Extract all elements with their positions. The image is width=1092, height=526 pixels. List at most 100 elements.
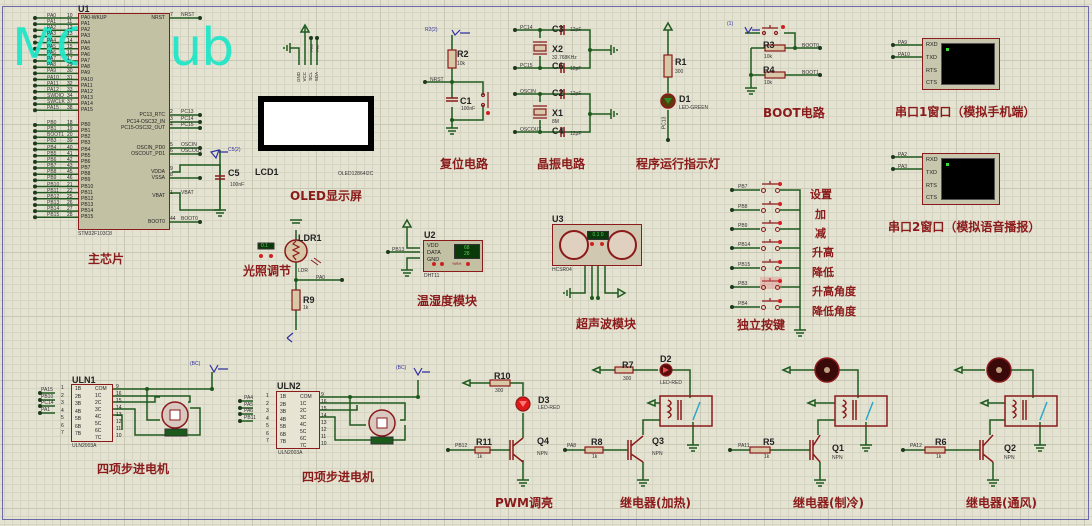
mcu-pin-terminal[interactable]: [33, 52, 37, 57]
uln1-left-pin-name: 5B: [75, 416, 82, 422]
key-button[interactable]: [760, 238, 782, 251]
mcu-pin-terminal[interactable]: [33, 16, 37, 20]
x1-net-bot: OSCOUT: [520, 127, 542, 133]
mcu-pin-terminal[interactable]: [33, 65, 37, 70]
key-button[interactable]: [760, 219, 782, 232]
mcu-pin-terminal[interactable]: [33, 141, 37, 146]
mcu-pin-terminal[interactable]: [33, 215, 37, 220]
mcu-pin-terminal[interactable]: [33, 196, 37, 201]
key-button[interactable]: [760, 180, 782, 193]
mcu-left-net: PB10: [47, 181, 60, 188]
mcu-right-pin-num: 9: [170, 166, 173, 172]
mcu-right-pin-name: PC13_RTC: [139, 112, 165, 118]
mcu-pin-terminal[interactable]: [33, 178, 37, 183]
mcu-left-pin-num: 25: [67, 193, 73, 200]
mcu-pin-terminal[interactable]: [33, 184, 37, 189]
key-button[interactable]: [760, 258, 782, 271]
mcu-pin-terminal[interactable]: [33, 129, 37, 134]
uln2-body[interactable]: [276, 391, 320, 449]
uln2-left-pin-num: 6: [266, 430, 269, 437]
x2-net-bot: PC15: [520, 63, 533, 69]
uart1-window[interactable]: RXD TXD RTS CTS: [922, 38, 1000, 90]
uln2-probe[interactable]: (BC): [396, 365, 407, 371]
mcu-left-pin-num: 38: [67, 105, 73, 112]
dht-hum-adjust[interactable]: [466, 262, 470, 266]
mcu-pin-terminal[interactable]: [33, 147, 37, 152]
mcu-left-pin-num: 18: [67, 120, 73, 126]
hcsr04-adjust-down[interactable]: [590, 242, 594, 246]
mcu-pin-terminal[interactable]: [33, 71, 37, 76]
uart1-pin-cts: CTS: [926, 80, 937, 86]
reset-probe[interactable]: R2(2): [425, 27, 438, 33]
x1-net-top: OSCIN: [520, 89, 536, 95]
uln1-right-pin-name: 6C: [95, 428, 102, 434]
mcu-pin-terminal[interactable]: [33, 59, 37, 64]
mcu-pin-terminal[interactable]: [33, 159, 37, 164]
mcu-pin-terminal[interactable]: [33, 46, 37, 51]
uln2-right-pin-num: 16: [321, 399, 327, 405]
mcu-pin-terminal[interactable]: [33, 135, 37, 140]
mcu-pin-terminal[interactable]: [33, 34, 37, 39]
mcu-right-pin-num: 3: [170, 116, 173, 122]
uart2-window[interactable]: RXD TXD RTS CTS: [922, 153, 1000, 205]
uart1-screen[interactable]: [941, 43, 995, 85]
mcu-pin-terminal[interactable]: [33, 108, 37, 113]
mcu-body[interactable]: [78, 13, 170, 230]
key-button-shape: [762, 181, 778, 185]
mcu-pin-terminal[interactable]: [33, 22, 37, 27]
key-button[interactable]: [760, 200, 782, 213]
uln1-net: PA15: [41, 387, 53, 393]
mcu-pin-terminal[interactable]: [33, 89, 37, 94]
mcu-pin-terminal[interactable]: [33, 95, 37, 100]
dht-temp-adjust[interactable]: [432, 262, 436, 266]
boot-button[interactable]: [760, 24, 780, 36]
mcu-pin-terminal[interactable]: [33, 202, 37, 207]
uart1-net-rx: PA9: [898, 40, 908, 46]
uln2-title: 四项步进电机: [302, 470, 375, 484]
mcu-left-pin-name: PA15: [81, 107, 93, 114]
key-net: PB3: [738, 281, 748, 287]
mcu-pin-terminal[interactable]: [33, 77, 37, 82]
uart2-screen[interactable]: [941, 158, 995, 200]
mcu-pin-terminal[interactable]: [33, 83, 37, 88]
uln2-left-pin-name: 7B: [280, 439, 287, 445]
oled-screen[interactable]: [258, 96, 374, 151]
mcu-right-pin-num: 5: [170, 142, 173, 148]
mcu-pin-terminal[interactable]: [33, 172, 37, 177]
reset-button[interactable]: [485, 97, 487, 107]
mcu-left-net: PB8: [47, 169, 57, 176]
key-button[interactable]: [760, 297, 782, 310]
mcu-right-pin-name: VDDA: [151, 169, 165, 175]
hcsr04-adjust-up[interactable]: [600, 242, 604, 246]
mcu-left-pin-num: 11: [67, 19, 73, 26]
mcu-pin-terminal[interactable]: [33, 102, 37, 107]
hcsr04-body[interactable]: 0.1 0: [552, 224, 642, 266]
ldr-net: PA0: [316, 275, 326, 281]
mcu-pin-terminal[interactable]: [33, 123, 37, 127]
uln1-probe[interactable]: (BC): [190, 361, 201, 367]
uart2-net-tx: PA3: [898, 164, 908, 170]
mcu-pin-terminal[interactable]: [33, 40, 37, 45]
r8-ref: R8: [591, 437, 603, 447]
uln1-left-pin-name: 7B: [75, 431, 82, 437]
dht-body[interactable]: VDD DATA GND 68 28 %RH: [423, 240, 483, 272]
ldr-adjust-buttons[interactable]: [258, 252, 274, 260]
boot-probe[interactable]: (1): [727, 21, 734, 27]
dht-pin-gnd: GND: [427, 257, 440, 263]
mcu-left-net: PA10: [47, 74, 59, 81]
r2-value: 10k: [457, 61, 466, 67]
mcu-pin-terminal[interactable]: [33, 190, 37, 195]
c5-probe[interactable]: C5(2): [228, 147, 241, 153]
mcu-pin-terminal[interactable]: [33, 28, 37, 33]
r5-value: 1k: [764, 454, 770, 460]
mcu-pin-terminal[interactable]: [33, 153, 37, 158]
mcu-pin-terminal[interactable]: [33, 209, 37, 214]
mcu-left-pin-num: 16: [67, 49, 73, 56]
mcu-pin-terminal[interactable]: [33, 166, 37, 171]
dht-temp-adjust-2[interactable]: [440, 262, 444, 266]
key-button[interactable]: [760, 277, 782, 290]
mcu-ref: U1: [78, 4, 90, 14]
uln1-body[interactable]: [71, 384, 113, 442]
